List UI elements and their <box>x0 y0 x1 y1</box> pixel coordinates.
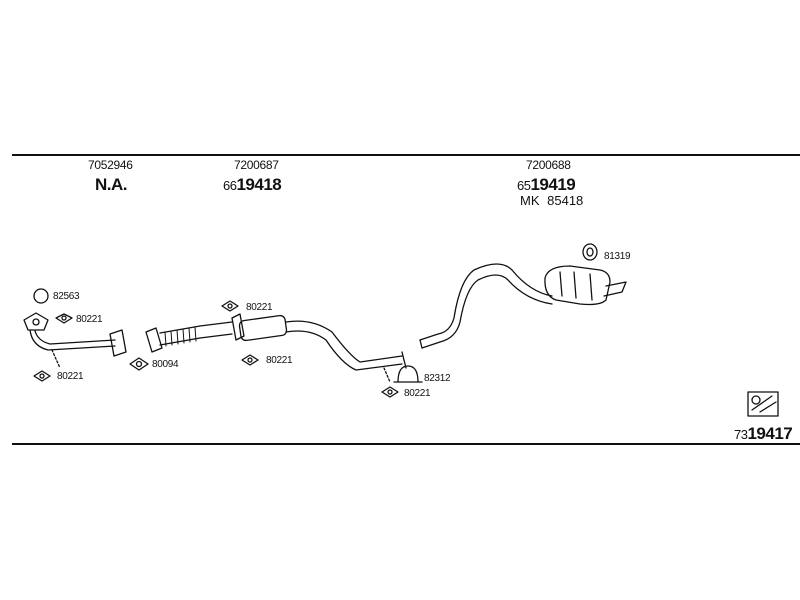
front-flange-icon <box>23 312 49 331</box>
group2-ref: 7200687 <box>234 158 279 172</box>
mk-label: MK <box>520 193 540 208</box>
flex-pipe-icon <box>159 325 201 346</box>
part-label-80094: 80094 <box>152 359 179 370</box>
bottom-rule <box>12 443 800 445</box>
group3-mk: MK 85418 <box>520 193 583 208</box>
part-label-80221-e: 80221 <box>404 388 431 399</box>
part-label-82563: 82563 <box>53 291 80 302</box>
footer-prefix: 73 <box>734 427 748 442</box>
footer-main: 19417 <box>747 424 793 443</box>
rear-muffler-icon <box>544 265 611 306</box>
catalog-icon <box>747 391 779 417</box>
top-rule <box>12 154 800 156</box>
part-label-80221-c: 80221 <box>246 302 273 313</box>
group2-prefix: 66 <box>223 178 237 193</box>
group2-number: 6619418 <box>223 175 282 195</box>
part-label-80221-a: 80221 <box>76 314 103 325</box>
clamp-icon <box>397 365 419 383</box>
footer-set-number: 7319417 <box>734 424 793 444</box>
group3-main: 19419 <box>530 175 576 194</box>
part-label-80221-b: 80221 <box>57 371 84 382</box>
group2-main: 19418 <box>236 175 282 194</box>
mid-flange-icon <box>145 327 163 353</box>
group3-ref: 7200688 <box>526 158 571 172</box>
rear-pipe-icon <box>419 263 553 341</box>
ring-gasket-icon <box>33 288 49 304</box>
resonator-icon <box>238 314 288 342</box>
group3-prefix: 65 <box>517 178 531 193</box>
part-label-80221-d: 80221 <box>266 355 293 366</box>
part-label-81319: 81319 <box>604 251 631 262</box>
group3-number: 6519419 <box>517 175 576 195</box>
front-pipe-icon <box>29 329 116 351</box>
mk-number: 85418 <box>547 193 584 208</box>
group1-ref: 7052946 <box>88 158 133 172</box>
hanger-icon <box>582 243 598 261</box>
group1-name: N.A. <box>95 175 128 194</box>
part-label-82312: 82312 <box>424 373 451 384</box>
